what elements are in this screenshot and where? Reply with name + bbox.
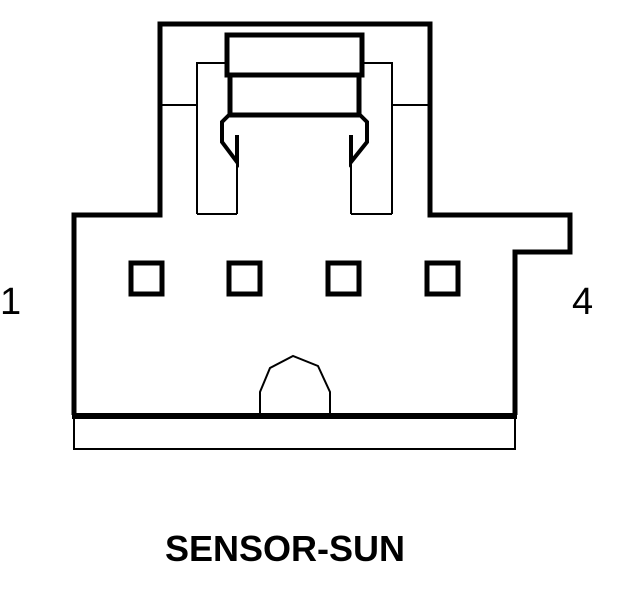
pin-cavity-1 [128,260,165,297]
latch-hook-left [220,110,239,168]
pin-cavity-3 [325,260,362,297]
pin-label-last: 4 [572,281,594,323]
latch-hook-right [349,110,369,168]
pin-cavity-2 [226,260,263,297]
latch-tower-outline [71,21,573,415]
pin-cavity-4 [424,260,461,297]
pin-label-first: 1 [0,281,22,323]
base-plate [73,415,516,450]
keying-bump [259,354,331,416]
latch-rail-left [196,62,226,214]
latch-lever-top [224,32,365,78]
diagram-caption: SENSOR-SUN [164,528,406,569]
latch-lever-frame [227,75,362,118]
latch-rail-right [362,62,393,214]
